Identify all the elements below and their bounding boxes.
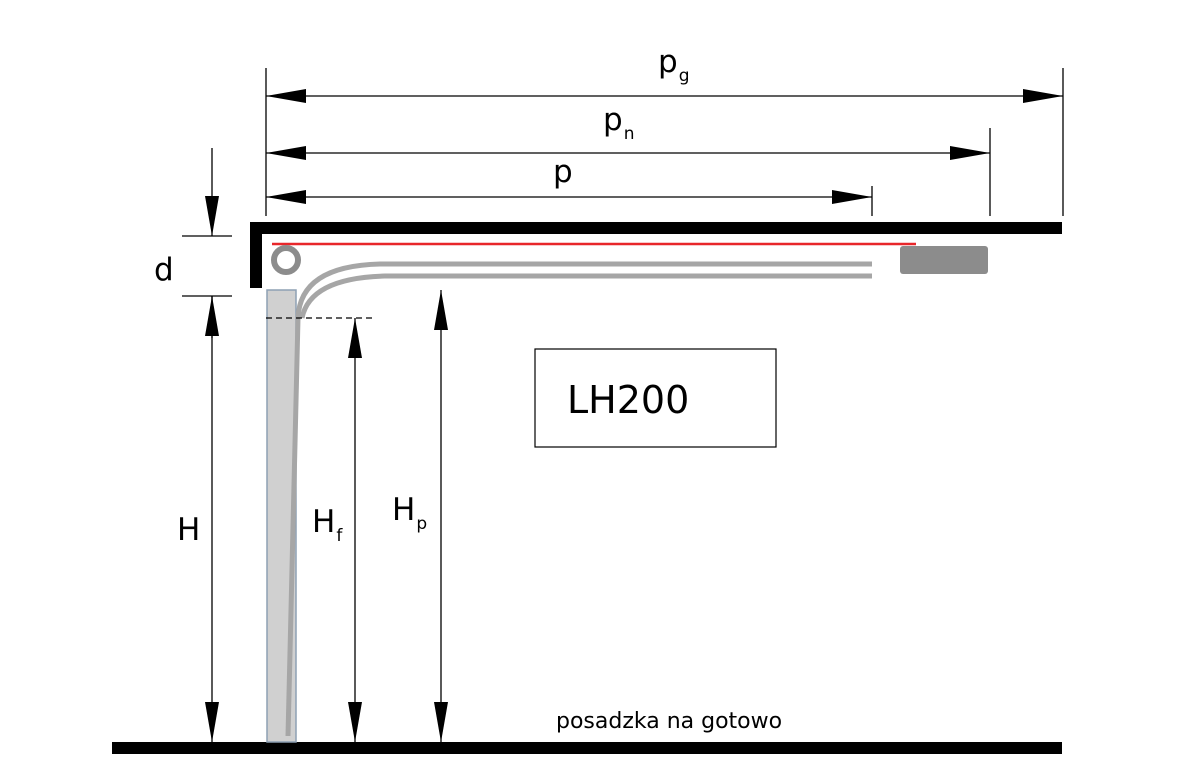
floor-line — [112, 742, 1062, 754]
dimension-d: d — [154, 148, 232, 338]
rail-lower — [299, 273, 872, 319]
rail-upper — [285, 261, 872, 737]
dimension-H: H — [177, 296, 219, 742]
model-label-box: LH200 — [534, 348, 777, 448]
svg-text:pn: pn — [603, 102, 634, 144]
model-label: LH200 — [567, 378, 689, 422]
dimension-Hp: Hp — [392, 290, 448, 742]
svg-text:H: H — [177, 512, 200, 548]
dimension-Hf: Hf — [312, 318, 362, 742]
dimension-pg: pg — [265, 44, 1064, 216]
svg-text:p: p — [553, 154, 573, 190]
ceiling-beam — [250, 222, 1062, 234]
svg-text:pg: pg — [658, 44, 689, 86]
motor-unit — [900, 246, 988, 274]
svg-text:Hf: Hf — [312, 504, 343, 546]
dimension-p: p — [266, 154, 873, 216]
dimension-pn: pn — [266, 102, 991, 216]
floor-label: posadzka na gotowo — [556, 709, 782, 734]
lintel-post — [250, 222, 262, 288]
pulley-icon — [271, 245, 301, 275]
svg-text:Hp: Hp — [392, 492, 427, 534]
svg-text:d: d — [154, 252, 174, 288]
